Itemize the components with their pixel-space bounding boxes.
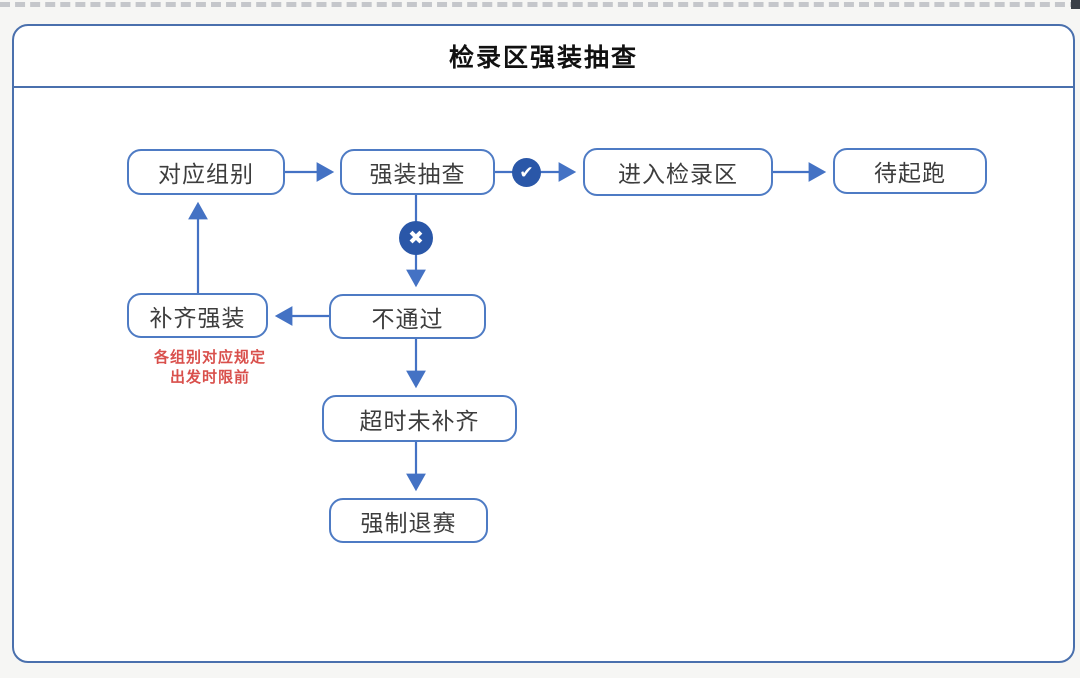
check-glyph: ✔: [519, 163, 534, 182]
node-wait-start: 待起跑: [833, 148, 987, 194]
page-title: 检录区强装抽查: [448, 44, 638, 72]
flowchart-frame: 检录区强装抽查 对应组别 强装抽查 进入检录区 待起跑 补齐强装: [12, 24, 1075, 663]
deadline-note-line2: 出发时限前: [169, 369, 250, 386]
page-top-dashed-edge: [0, 2, 1080, 7]
node-makeup-gear: 补齐强装: [127, 293, 268, 338]
x-glyph: ✖: [408, 227, 424, 249]
corner-artifact: [1071, 0, 1080, 9]
pass-check-icon: ✔: [512, 158, 541, 187]
node-group: 对应组别: [127, 149, 285, 195]
node-forced-withdrawal: 强制退赛: [329, 498, 488, 543]
node-timeout-incomplete: 超时未补齐: [322, 395, 517, 442]
flowchart-header: 检录区强装抽查: [14, 26, 1073, 88]
deadline-note: 各组别对应规定 出发时限前: [120, 348, 300, 388]
fail-x-icon: ✖: [399, 221, 433, 255]
deadline-note-line1: 各组别对应规定: [153, 349, 266, 366]
node-gear-spot-check: 强装抽查: [340, 149, 495, 195]
flow-edges: [188, 162, 827, 492]
node-not-pass: 不通过: [329, 294, 486, 339]
node-enter-checkin: 进入检录区: [583, 148, 773, 196]
